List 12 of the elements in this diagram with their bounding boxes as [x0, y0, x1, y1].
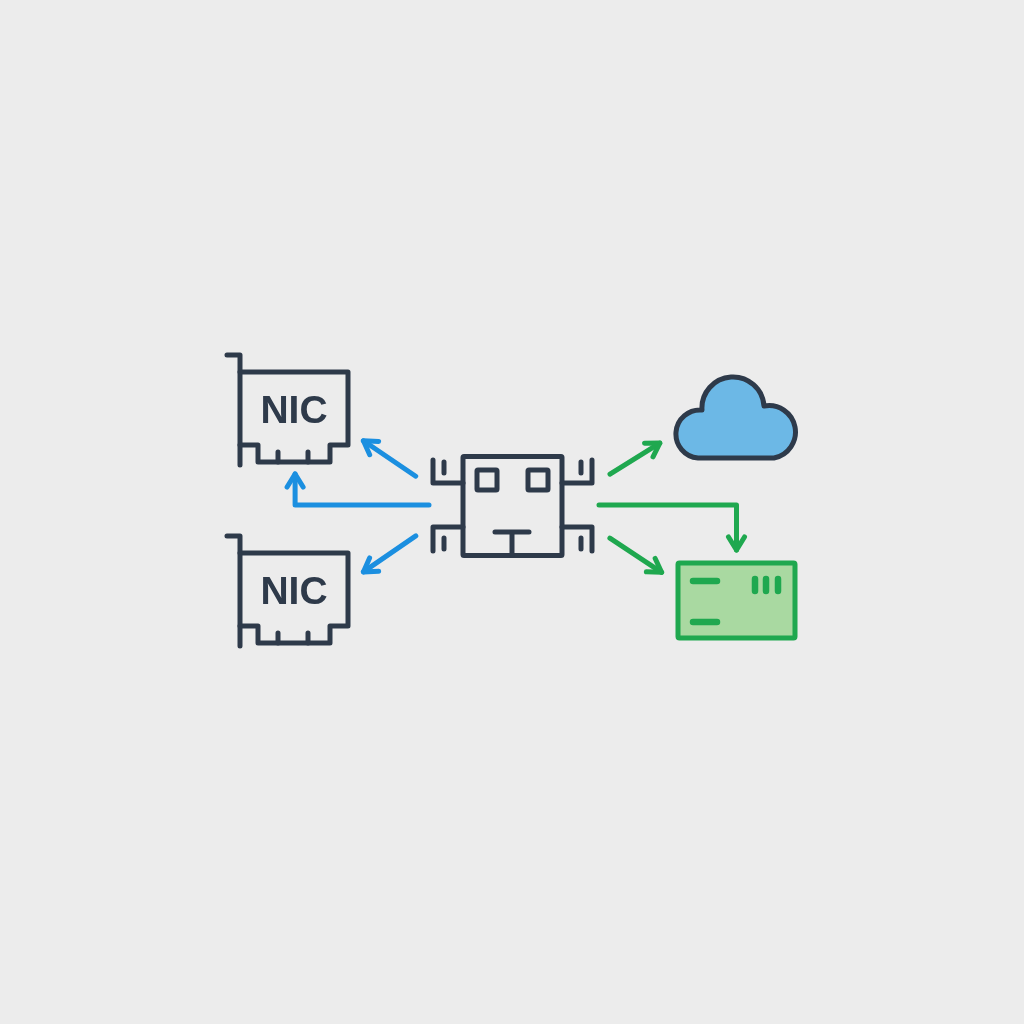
arrow — [360, 438, 419, 479]
arrow — [596, 502, 747, 553]
network-card — [224, 532, 351, 650]
card-label: NIC — [260, 390, 328, 429]
card-label: NIC — [260, 571, 328, 610]
network-card — [224, 351, 351, 469]
cloud — [670, 372, 800, 462]
arrow — [607, 535, 665, 575]
arrow — [607, 440, 663, 477]
device-panel — [675, 560, 798, 641]
arrow — [360, 533, 419, 575]
arrow — [284, 471, 432, 508]
